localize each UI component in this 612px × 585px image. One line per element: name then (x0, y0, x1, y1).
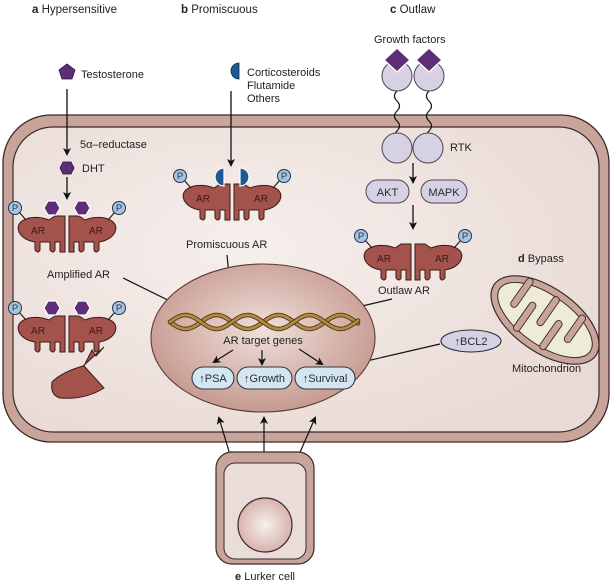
panel-a-header: a Hypersensitive (32, 4, 117, 16)
outlaw-ar-dimer: AR P AR P (354, 229, 472, 281)
phosphate-label: P (116, 303, 122, 314)
ar-label: AR (435, 254, 449, 265)
phosphate-label: P (12, 203, 18, 214)
truncated-ar-fragment (51, 346, 105, 399)
akt-label: AKT (377, 187, 399, 199)
phosphate-label: P (281, 171, 287, 182)
output-pill-survival: ↑Survival (294, 366, 356, 390)
output-label: ↑Survival (303, 373, 348, 385)
output-label: ↑Growth (244, 373, 285, 385)
output-pill-psa: ↑PSA (191, 366, 235, 390)
amplified-ar-label: Amplified AR (47, 269, 110, 281)
bcl2-node (440, 329, 502, 353)
ar-monomer (8, 300, 66, 353)
mapk-label: MAPK (428, 187, 460, 199)
dht-hexagon-icon (59, 161, 75, 175)
ligand-flutamide: Flutamide (247, 80, 295, 92)
ar-label: AR (31, 226, 45, 237)
phosphate-icon (8, 301, 22, 315)
reductase-label: 5α–reductase (80, 139, 147, 151)
dna-strand-2 (168, 313, 360, 331)
ar-label: AR (377, 254, 391, 265)
bcl2-label: ↑BCL2 (454, 336, 487, 348)
ar-monomer (8, 200, 66, 253)
growth-factor-diamond-icon (382, 46, 412, 74)
amplified-ar-dimer-2: AR P AR P (8, 300, 126, 353)
panel-c: Growth factors RTK AKT MAPK Outlaw AR (343, 34, 472, 313)
panel-c-header: c Outlaw (390, 4, 436, 16)
promiscuous-ar-dimer: AR P AR P (173, 167, 291, 221)
phosphate-icon (173, 169, 187, 183)
dht-hexagon-icon (43, 300, 61, 316)
mapk-node (420, 179, 468, 204)
genes-to-survival-arrow (298, 348, 324, 366)
dht-hexagon-icon (73, 200, 91, 216)
rtk-label: RTK (450, 142, 472, 154)
phosphate-icon (277, 169, 291, 183)
promiscuous-ar-label: Promiscuous AR (186, 239, 267, 251)
panel-b: Corticosteroids Flutamide Others Promisc… (186, 62, 321, 307)
dht-hexagon-icon (73, 300, 91, 316)
ar-monomer (233, 167, 291, 221)
ar-monomer (414, 229, 472, 281)
ar-monomer (68, 200, 126, 253)
promiscuous-ligand-icon (239, 167, 250, 187)
rtk-intracellular-right (412, 132, 444, 164)
amplified-ar-dimer: AR P AR P (8, 200, 126, 253)
phosphate-label: P (12, 303, 18, 314)
ar-monomer (173, 167, 231, 221)
ar-label: AR (31, 326, 45, 337)
phosphate-icon (354, 229, 368, 243)
ligand-others: Others (247, 93, 281, 105)
dht-label: DHT (82, 163, 105, 175)
mitochondrion (490, 275, 600, 365)
panel-a: Testosterone 5α–reductase DHT (58, 63, 147, 200)
phosphate-label: P (462, 231, 468, 242)
testosterone-label: Testosterone (81, 69, 144, 81)
panel-b-header: b Promiscuous (181, 4, 258, 16)
growth-factor-diamond-icon (414, 46, 444, 74)
phosphate-label: P (177, 171, 183, 182)
dna-double-helix (167, 312, 361, 332)
akt-node (365, 179, 410, 204)
growth-factors-label: Growth factors (374, 34, 446, 46)
mitochondrion-label: Mitochondrion (512, 363, 581, 375)
panel-d: d Bypass Mitochondrion ↑BCL2 (343, 253, 600, 375)
dht-hexagon-icon (43, 200, 61, 216)
testosterone-pentagon-icon (58, 63, 76, 80)
genes-to-psa-arrow (212, 349, 234, 364)
phosphate-icon (112, 301, 126, 315)
nucleus: AR target genes ↑PSA ↑Growth ↑Survival (150, 263, 376, 413)
phosphate-label: P (358, 231, 364, 242)
outlaw-ar-label: Outlaw AR (378, 285, 430, 297)
ligand-corticosteroids: Corticosteroids (247, 67, 321, 79)
phosphate-label: P (116, 203, 122, 214)
phosphate-icon (458, 229, 472, 243)
promiscuous-ligand-icon (214, 167, 225, 187)
panel-e: e Lurker cell (215, 416, 317, 583)
lurker-cell-nucleus (237, 497, 293, 553)
ar-label: AR (254, 194, 268, 205)
phosphate-icon (8, 201, 22, 215)
ar-label: AR (196, 194, 210, 205)
phosphate-icon (112, 201, 126, 215)
ar-label: AR (89, 326, 103, 337)
ar-monomer (68, 300, 126, 353)
ar-target-genes-label: AR target genes (223, 335, 303, 347)
panel-d-header: d Bypass (518, 253, 564, 265)
panel-e-header: e Lurker cell (235, 571, 295, 583)
ar-label: AR (89, 226, 103, 237)
output-label: ↑PSA (199, 373, 227, 385)
rtk-intracellular-left (381, 132, 413, 164)
ar-monomer (354, 229, 412, 281)
promiscuous-ligand-icon (230, 62, 240, 80)
output-pill-growth: ↑Growth (236, 366, 293, 390)
